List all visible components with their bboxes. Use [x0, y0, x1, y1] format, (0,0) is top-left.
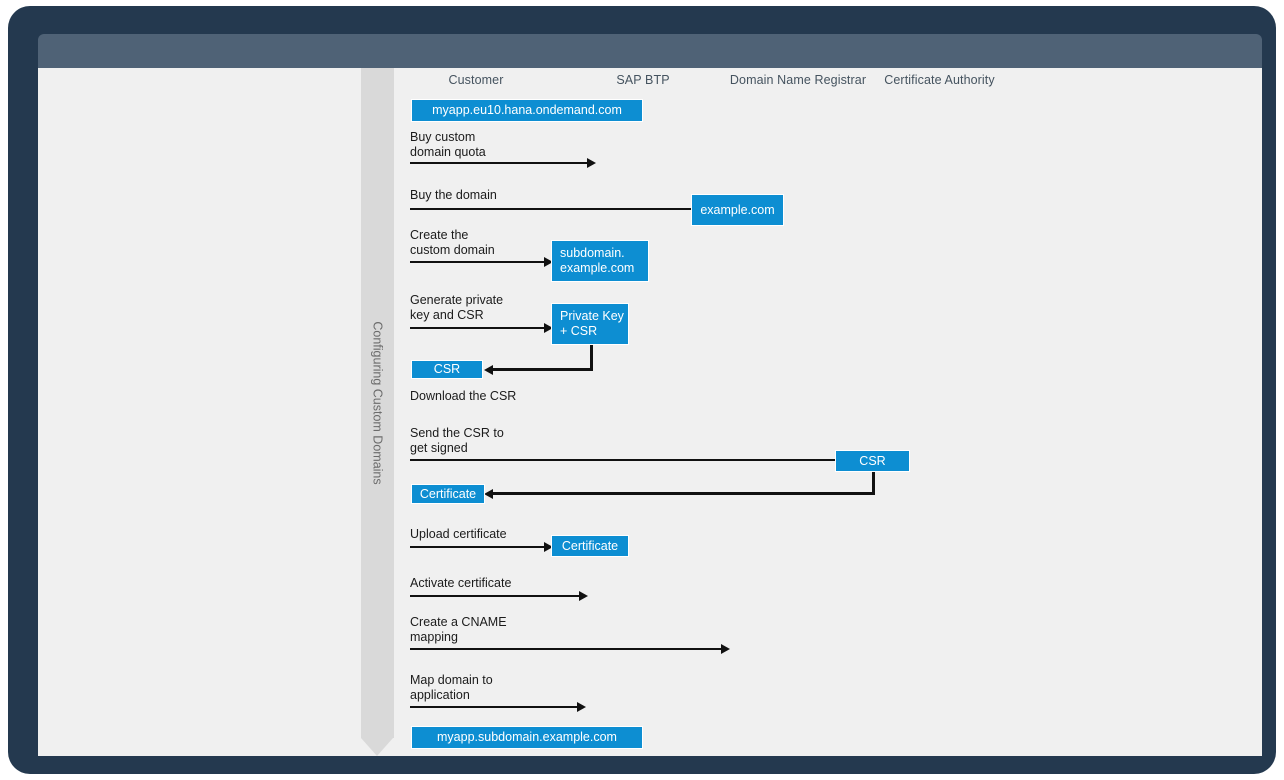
arrowhead-map-domain-to-application	[577, 702, 586, 712]
arrowhead-upload-certificate	[544, 542, 553, 552]
box-csr-sent: CSR	[835, 450, 910, 472]
lane-certificate-authority: Certificate Authority	[871, 68, 1008, 756]
phase-band-label-text: Configuring Custom Domains	[370, 321, 385, 485]
connector-buy-the-domain	[410, 208, 700, 210]
step-label-generate-private-key-and-csr: Generate private key and CSR	[410, 293, 504, 322]
box-csr-downloaded: CSR	[411, 360, 483, 379]
box-example-domain: example.com	[691, 194, 784, 226]
arrowhead-create-the-custom-domain	[544, 257, 553, 267]
browser-window-frame: Customer SAP BTP Domain Name Registrar C…	[8, 6, 1276, 774]
connector-download-the-csr-vertical	[590, 345, 593, 371]
connector-buy-custom-domain-quota	[410, 162, 587, 164]
arrowhead-return-signed-certificate	[484, 489, 493, 499]
step-label-map-domain-to-application: Map domain to application	[410, 673, 493, 702]
lane-domain-name-registrar: Domain Name Registrar	[728, 68, 868, 756]
box-app-url-initial: myapp.eu10.hana.ondemand.com	[411, 99, 643, 122]
arrowhead-create-a-cname-mapping	[721, 644, 730, 654]
lane-customer: Customer	[394, 68, 558, 756]
box-certificate-uploaded: Certificate	[551, 535, 629, 557]
arrowhead-buy-custom-domain-quota	[587, 158, 596, 168]
diagram-viewport: Customer SAP BTP Domain Name Registrar C…	[38, 68, 1262, 756]
step-label-activate-certificate: Activate certificate	[410, 576, 512, 590]
step-label-create-the-custom-domain: Create the custom domain	[410, 228, 495, 257]
connector-create-the-custom-domain	[410, 261, 544, 263]
step-label-download-the-csr: Download the CSR	[410, 389, 517, 403]
connector-generate-private-key-and-csr	[410, 327, 544, 329]
connector-download-the-csr-horizontal	[493, 368, 593, 371]
phase-band-arrow-icon	[361, 738, 393, 756]
box-certificate-signed: Certificate	[411, 484, 485, 504]
connector-upload-certificate	[410, 546, 544, 548]
step-label-upload-certificate: Upload certificate	[410, 527, 507, 541]
step-label-buy-the-domain: Buy the domain	[410, 188, 497, 202]
phase-band-label: Configuring Custom Domains	[361, 68, 394, 738]
step-label-send-the-csr-to-get-signed: Send the CSR to get signed	[410, 426, 504, 455]
lane-header-customer: Customer	[448, 73, 504, 87]
swimlane-diagram: Customer SAP BTP Domain Name Registrar C…	[38, 68, 1262, 756]
connector-map-domain-to-application	[410, 706, 577, 708]
arrowhead-generate-private-key-and-csr	[544, 323, 553, 333]
lane-header-sap-btp: SAP BTP	[616, 73, 670, 87]
arrowhead-activate-certificate	[579, 591, 588, 601]
step-label-create-a-cname-mapping: Create a CNAME mapping	[410, 615, 507, 644]
box-custom-subdomain: subdomain. example.com	[551, 240, 649, 282]
connector-create-a-cname-mapping	[410, 648, 721, 650]
connector-send-the-csr-to-get-signed	[410, 459, 837, 461]
lane-filler-right	[1011, 68, 1262, 756]
arrowhead-download-the-csr	[484, 365, 493, 375]
lane-sap-btp: SAP BTP	[561, 68, 725, 756]
box-app-url-final: myapp.subdomain.example.com	[411, 726, 643, 749]
connector-return-signed-certificate-vertical	[872, 472, 875, 495]
window-titlebar	[38, 34, 1262, 85]
lane-filler-left	[38, 68, 358, 756]
connector-return-signed-certificate-horizontal	[493, 492, 875, 495]
lane-header-domain-name-registrar: Domain Name Registrar	[729, 73, 867, 87]
box-private-key-csr: Private Key + CSR	[551, 303, 629, 345]
phase-band	[361, 68, 394, 738]
step-label-buy-custom-domain-quota: Buy custom domain quota	[410, 130, 486, 159]
connector-activate-certificate	[410, 595, 579, 597]
lane-header-certificate-authority: Certificate Authority	[884, 73, 995, 87]
